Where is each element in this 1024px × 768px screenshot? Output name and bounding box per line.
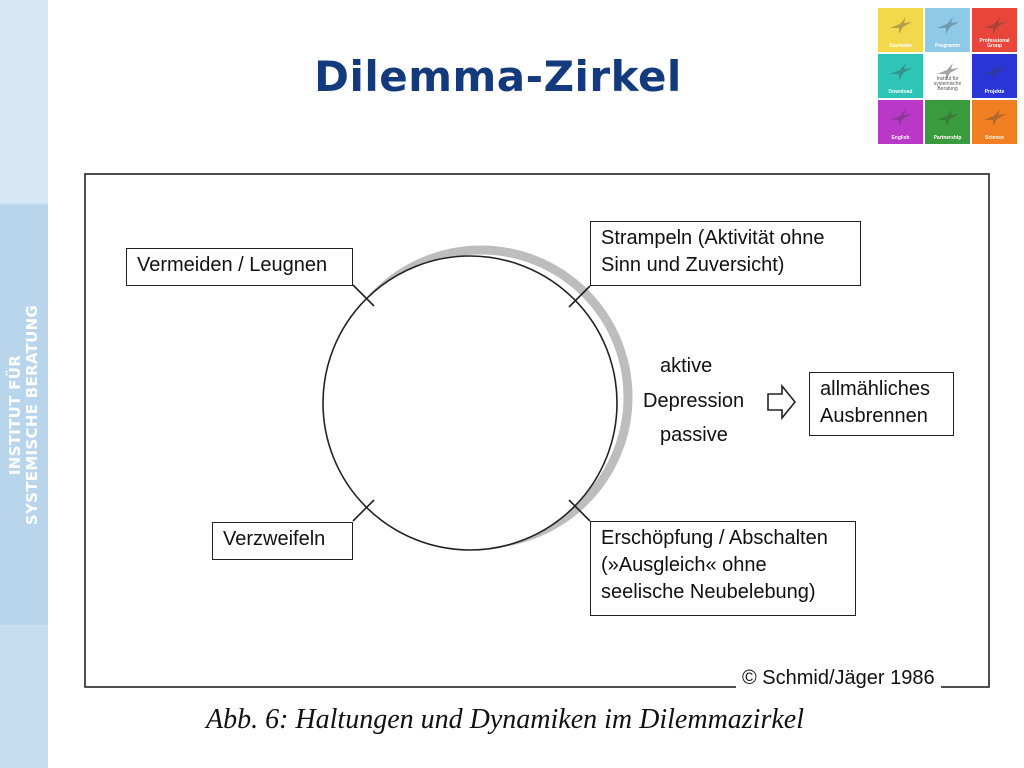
crane-bird-icon	[890, 17, 912, 34]
box-verzweifeln: Verzweifeln	[212, 522, 353, 560]
label-passive: passive	[660, 424, 728, 446]
logo-tile-label: Institut für systemische Beratung	[933, 76, 962, 92]
crane-bird-icon	[890, 63, 912, 80]
crane-bird-icon	[890, 109, 912, 126]
crane-bird-icon	[937, 109, 959, 126]
sidebar-segment-top	[0, 0, 48, 203]
crane-bird-icon	[984, 109, 1006, 126]
box-ausbrennen-line-2: Ausbrennen	[820, 405, 928, 427]
box-strampeln: Strampeln (Aktivität ohne Sinn und Zuver…	[590, 221, 861, 286]
box-erschoepfung-line-2: (»Ausgleich« ohne	[601, 554, 767, 576]
box-strampeln-line-1: Strampeln (Aktivität ohne	[601, 227, 825, 249]
page-title: Dilemma-Zirkel	[314, 52, 682, 101]
logo-tile-label: Programm	[934, 43, 960, 49]
arrow-right-icon	[767, 383, 797, 421]
connector-strampeln	[568, 285, 591, 308]
crane-bird-icon	[937, 17, 959, 34]
crane-bird-icon	[984, 17, 1006, 34]
sidebar: INSTITUT FÜR SYSTEMISCHE BERATUNG	[0, 0, 48, 768]
figure-caption: Abb. 6: Haltungen und Dynamiken im Dilem…	[206, 704, 804, 735]
sidebar-segment-middle	[0, 205, 48, 625]
box-vermeiden-leugnen: Vermeiden / Leugnen	[126, 248, 353, 286]
copyright-note: © Schmid/Jäger 1986	[736, 667, 941, 690]
box-erschoepfung-line-3: seelische Neubelebung)	[601, 581, 816, 603]
logo-tile[interactable]: Startseite	[878, 8, 923, 52]
connector-vermeiden	[352, 284, 375, 307]
box-erschoepfung-line-1: Erschöpfung / Abschalten	[601, 527, 828, 549]
box-verzweifeln-text: Verzweifeln	[223, 528, 326, 550]
connector-verzweifeln	[352, 499, 375, 522]
box-strampeln-line-2: Sinn und Zuversicht)	[601, 254, 785, 276]
logo-tile-label: Projekte	[984, 89, 1005, 95]
box-erschoepfung: Erschöpfung / Abschalten (»Ausgleich« oh…	[590, 521, 856, 616]
label-aktive: aktive	[660, 355, 713, 377]
logo-tile-label: Partnership	[933, 135, 962, 141]
logo-tile[interactable]: Institut für systemische Beratung	[925, 54, 970, 98]
logo-tile-label: Professional Group	[979, 38, 1010, 49]
box-ausbrennen-line-1: allmähliches	[820, 378, 931, 400]
dilemma-circle	[322, 255, 618, 551]
logo-tile-label: Science	[985, 135, 1004, 141]
diagram-frame	[84, 173, 990, 688]
label-depression: Depression	[643, 390, 745, 412]
connector-erschoepfung	[568, 499, 591, 522]
logo-tile[interactable]: Download	[878, 54, 923, 98]
logo-tile[interactable]: English	[878, 100, 923, 144]
logo-tile[interactable]: Projekte	[972, 54, 1017, 98]
logo-tile[interactable]: Partnership	[925, 100, 970, 144]
box-vermeiden-text: Vermeiden / Leugnen	[137, 254, 328, 276]
logo-tile-label: Download	[888, 89, 913, 95]
crane-bird-icon	[984, 63, 1006, 80]
logo-tile[interactable]: Professional Group	[972, 8, 1017, 52]
logo-tile[interactable]: Science	[972, 100, 1017, 144]
sidebar-segment-bottom	[0, 628, 48, 768]
box-ausbrennen: allmähliches Ausbrennen	[809, 372, 954, 436]
logo-tile[interactable]: Programm	[925, 8, 970, 52]
crane-bird-icon	[937, 63, 959, 80]
logo-tile-label: English	[891, 135, 910, 141]
logo-tile-label: Startseite	[889, 43, 912, 49]
